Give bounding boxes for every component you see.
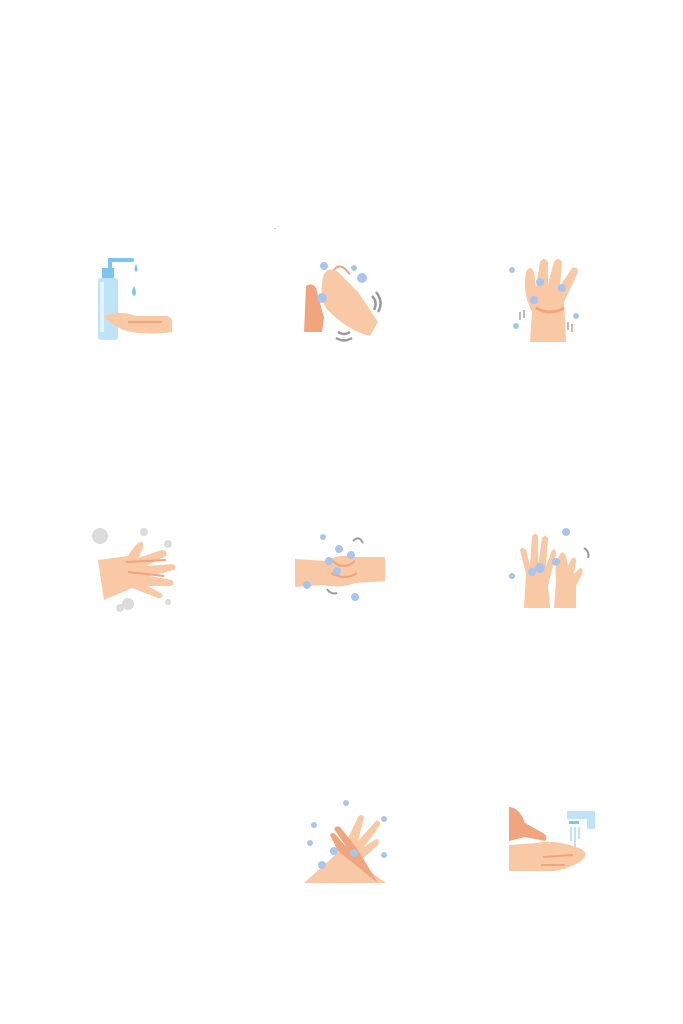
- rub-hand-backs-icon: [86, 520, 186, 620]
- stray-dot: [274, 228, 276, 229]
- rub-between-fingers-icon: [293, 525, 393, 625]
- rub-thumbs-icon: [502, 522, 602, 622]
- rub-palms-icon: [294, 252, 394, 352]
- interlace-fingers-icon: [500, 252, 600, 352]
- rub-fingertips-icon: [298, 795, 398, 895]
- soap-dispenser-hand-icon: [88, 252, 188, 352]
- rinse-hands-under-tap-icon: [503, 795, 603, 895]
